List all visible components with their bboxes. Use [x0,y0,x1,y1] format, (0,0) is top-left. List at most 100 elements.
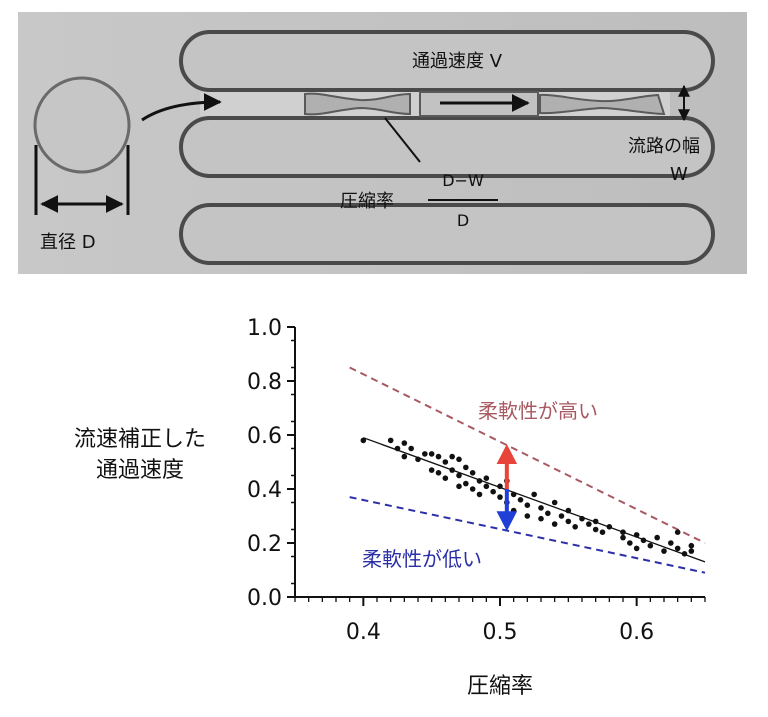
data-point [394,445,401,452]
cell-squeezed-2 [539,93,666,116]
data-point [640,537,647,544]
data-point [415,456,421,463]
data-point [565,507,572,514]
y-tick-label: 1.0 [247,316,282,341]
pillar-bottom [179,203,715,265]
data-point [572,524,578,530]
data-point [517,497,524,503]
data-point [633,545,640,552]
data-point [435,470,442,476]
data-point [524,502,531,509]
data-point [688,548,695,554]
data-point [620,534,626,541]
data-point [469,486,476,492]
data-point [387,437,394,444]
data-point [463,480,469,487]
data-point [456,472,462,479]
cell-squeezed-1 [304,92,411,116]
data-point [538,505,544,511]
arrow-up [496,444,518,489]
data-point [579,515,585,522]
y-axis-title-line-1: 流速補正した [74,427,206,452]
data-point [551,521,558,527]
compression-denominator: D [457,211,469,230]
y-axis-title-line-2: 通過速度 [96,458,184,483]
data-point [558,513,565,519]
data-point [435,453,442,460]
compression-pointer [384,117,421,163]
pillar-middle [179,116,715,178]
lower-bound-line [349,496,706,574]
data-point [681,551,688,557]
velocity-label: 通過速度 V [412,51,503,72]
x-tick-label: 0.5 [483,620,518,645]
compression-numerator: D−W [442,171,484,190]
data-point [483,483,490,490]
data-point [674,529,681,535]
x-tick-label: 0.4 [346,620,381,645]
data-point [422,451,428,457]
data-point [668,540,674,546]
x-tick-label: 0.6 [619,620,654,645]
data-point [633,532,640,538]
data-point [497,494,503,500]
data-point [449,467,455,473]
data-point [401,453,408,460]
x-axis-title: 圧縮率 [467,674,533,699]
data-point [490,488,496,495]
upper-bound-line [349,366,706,544]
data-point [647,542,654,549]
data-point [688,542,695,549]
data-point [428,451,435,457]
y-tick-label: 0.0 [247,586,282,611]
data-point [620,529,626,535]
channel-width-symbol: W [670,164,688,185]
data-point [565,518,572,525]
data-point [606,524,613,530]
data-point [360,437,367,444]
diameter-label: 直径 D [40,232,96,253]
data-point [524,513,531,519]
data-point [586,521,592,527]
y-tick-label: 0.4 [247,478,282,503]
data-point [442,459,449,465]
y-tick-label: 0.6 [247,424,282,449]
pillar-top [179,30,715,92]
plot-layer [349,366,706,574]
data-point [469,470,476,476]
data-point [497,483,503,490]
data-point [599,529,606,535]
data-point [654,534,660,541]
data-point [456,483,462,490]
data-point [674,545,681,552]
fit-line [363,437,706,563]
data-point [408,445,414,452]
lower-bound-label: 柔軟性が低い [362,547,482,571]
data-point [627,540,633,546]
entry-arrow [141,93,222,122]
data-point [476,491,483,498]
upper-bound-label: 柔軟性が高い [478,399,598,423]
data-point [592,526,599,533]
free-cell [33,76,131,174]
diameter-marker [34,145,130,215]
compression-label: 圧縮率 [340,191,394,212]
data-point [428,467,435,473]
data-point [538,515,544,522]
arrow-down [496,489,518,532]
data-point [551,499,558,506]
data-point [401,440,408,446]
data-point [442,475,449,482]
data-point [510,491,517,498]
data-point [545,510,551,517]
data-point [476,478,483,484]
data-point [449,453,455,460]
micrograph: 直径 D 通過速度 V 流路の幅 W 圧縮率 D−W D [18,12,747,274]
data-point [456,456,462,463]
data-point [483,475,490,482]
y-tick-label: 0.2 [247,532,282,557]
data-point [661,548,667,554]
